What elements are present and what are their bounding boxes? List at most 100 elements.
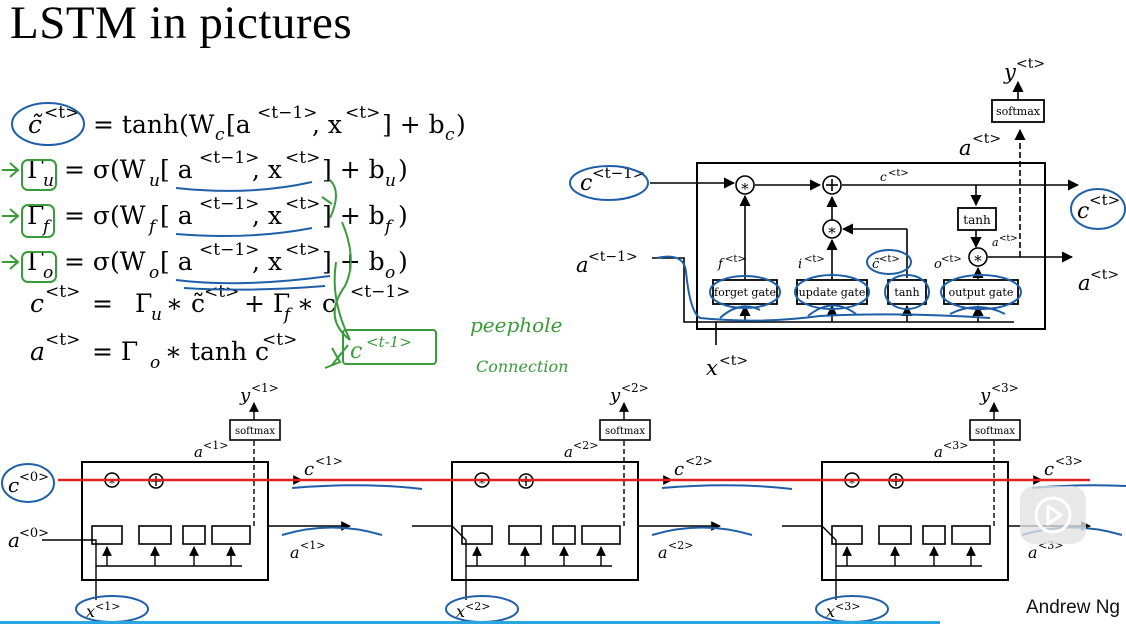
chain-c-label: c [674, 459, 684, 480]
eq-forget-x: , x [252, 201, 282, 230]
chain-x-label: x [456, 602, 465, 621]
forget-gate-label: forget gate [714, 286, 776, 299]
c-out-circle [1070, 188, 1126, 230]
play-button[interactable] [1020, 486, 1086, 544]
chain-c-label: c [304, 459, 314, 480]
connection-note: Connection [476, 357, 568, 376]
eq-cell-lhs-sup: <t> [45, 282, 80, 302]
chain-x-sup: <2> [465, 600, 490, 613]
f-label-sup: <t> [725, 254, 746, 265]
chain-gate-box [951, 525, 991, 545]
chain-x-label: x [826, 602, 835, 621]
eq-candidate-a-sup: <t−1> [257, 103, 317, 123]
eq-candidate-x-sup: <t> [345, 103, 380, 123]
eq-cell-t1-sup: <t> [204, 282, 239, 302]
gate-boxes: forget gate update gate tanh output gate [712, 279, 1019, 305]
c-prev-note-sup: <t-1> [366, 333, 412, 351]
chain-y-label: y [609, 385, 621, 406]
a-inner-label-sup: <t> [999, 234, 1018, 244]
eq-update-rhs: = σ(W [64, 155, 146, 184]
tanh-gate-box [887, 279, 927, 305]
eq-output-close: ) [398, 247, 408, 276]
chain-c-sup: <1> [315, 454, 343, 468]
c-out-label-sup: <t> [1089, 191, 1120, 209]
chain-a-top-sup: <1> [203, 439, 228, 452]
i-label-sup: <t> [804, 254, 825, 265]
chain-y-sup: <3> [991, 381, 1019, 395]
a-out-label-sup: <t> [1090, 267, 1119, 283]
eq-forget-tail-sub: f [383, 217, 394, 237]
eq-update-a: [ a [160, 155, 193, 184]
eq-activation-lhs-sup: <t> [45, 330, 80, 350]
eq-output-rhs: = σ(W [64, 247, 146, 276]
update-gate-label: update gate [799, 286, 866, 299]
chain-a-sup: <1> [300, 539, 325, 552]
eq-activation-lhs: a [30, 337, 45, 366]
eq-cell-t2-sup: <t−1> [350, 282, 410, 302]
output-multiply-node [968, 247, 988, 267]
chain-gate-box [831, 525, 863, 545]
eq-cell-plus: + Γ [244, 289, 290, 318]
green-annotations [2, 159, 437, 369]
blue-annotations-cell [656, 249, 1022, 322]
a-top-label-sup: <t> [972, 131, 1001, 147]
eq-output-lhs-sub: o [43, 263, 53, 283]
chain-cells: ∗softmaxy<1>a<1>c<1>a<1>x<1>∗softmaxy<2>… [42, 381, 1126, 623]
chain-softmax-box [969, 419, 1021, 441]
c-out-label: c [1077, 199, 1089, 224]
eq-forget-x-sup: <t> [285, 194, 320, 214]
eq-cell-g1-sub: u [151, 305, 162, 325]
eq-candidate-rhs-sub: c [215, 125, 225, 145]
forget-multiply-node [735, 175, 755, 195]
chain-cell-frame [821, 461, 1009, 581]
lstm-chain: c <0> a <0> ∗softmaxy<1>a<1>c<1>a<1>x<1>… [1, 381, 1126, 623]
chain-a-sup: <2> [668, 539, 693, 552]
eq-cell-eq: = [92, 289, 113, 318]
eq-forget-a-sup: <t−1> [199, 194, 259, 214]
chain-a-label: a [658, 543, 668, 562]
eq-output-a: [ a [160, 247, 193, 276]
eq-forget-tail: ] + b [322, 201, 385, 230]
eq-candidate-a: [a [226, 110, 251, 139]
chain-a-label: a [1028, 543, 1038, 562]
eq-forget-rhs-sub: f [147, 217, 158, 237]
chain-a-top-label: a [564, 443, 573, 461]
c-prev-note: c [350, 339, 362, 364]
green-notes: peephole Connection c <t-1> [350, 313, 568, 376]
a-prev-label: a [576, 253, 589, 277]
c0-label-sup: <0> [19, 470, 49, 485]
eq-candidate-close: ) [456, 110, 466, 139]
eq-output-lhs: Γ [27, 247, 44, 276]
x-label: x [706, 356, 718, 380]
i-label: i [798, 257, 802, 272]
eq-update: Γ u = σ(W u [ a <t−1> , x <t> ] + b u ) [27, 148, 408, 191]
c-prev-circle [569, 165, 649, 201]
chain-gate-box [552, 525, 576, 545]
eq-output-tail: ] + b [322, 247, 385, 276]
chain-a-top-sup: <2> [573, 439, 598, 452]
eq-candidate-lhs: c̃ [28, 110, 43, 139]
chain-gate-box [922, 525, 946, 545]
eq-forget: Γ f = σ(W f [ a <t−1> , x <t> ] + b f ) [27, 194, 408, 237]
svg-text:∗: ∗ [973, 249, 983, 267]
c-inner-label: c [880, 170, 887, 184]
author-credit: Andrew Ng [1026, 597, 1120, 618]
chain-softmax-box [599, 419, 651, 441]
chain-y-label: y [979, 385, 991, 406]
chain-x-sup: <1> [95, 600, 120, 613]
equations: c̃ <t> = tanh(W c [a <t−1> , x <t> ] + b… [27, 103, 466, 373]
c-prev-label: c [580, 171, 592, 196]
eq-cell-g2-sub: f [282, 305, 293, 325]
eq-forget-rhs: = σ(W [64, 201, 146, 230]
chain-cell-frame [451, 461, 639, 581]
eq-output-a-sup: <t−1> [199, 240, 259, 260]
eq-candidate: c̃ <t> = tanh(W c [a <t−1> , x <t> ] + b… [28, 103, 466, 145]
eq-update-close: ) [398, 155, 408, 184]
eq-candidate-tail: ] + b [382, 110, 445, 139]
y-label: y [1003, 60, 1017, 84]
chain-cell-frame [81, 461, 269, 581]
c0-label: c [8, 473, 19, 497]
chain-softmax-box [229, 419, 281, 441]
